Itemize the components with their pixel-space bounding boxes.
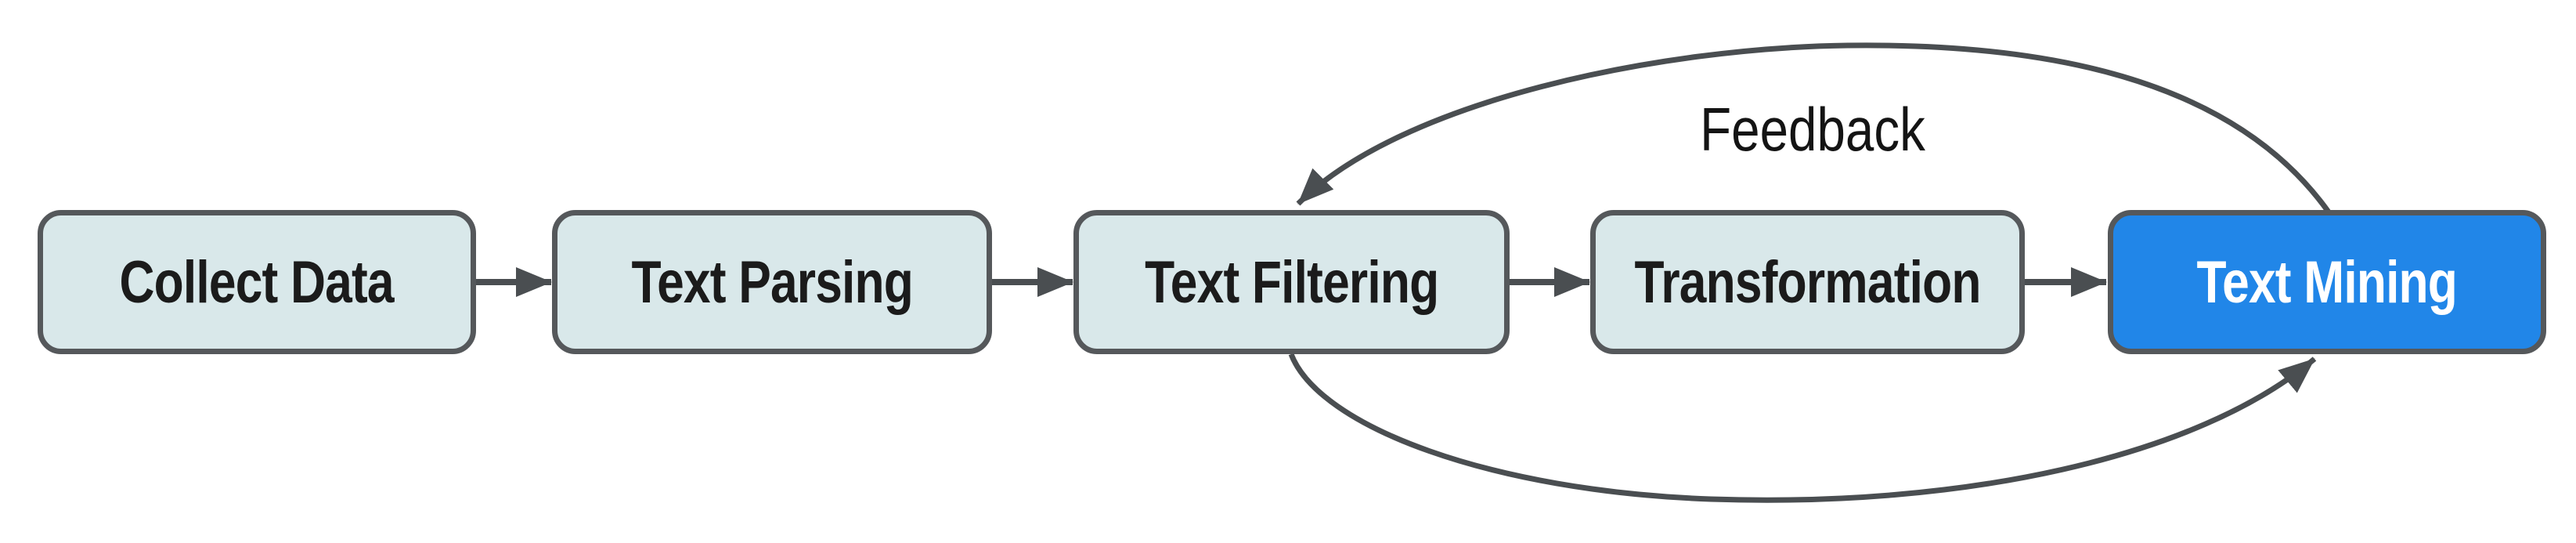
node-text-mining-label: Text Mining — [2196, 248, 2458, 316]
node-text-mining: Text Mining — [2108, 210, 2546, 354]
feedback-arrow-top — [1296, 42, 2332, 215]
feedback-arrow-bottom — [1288, 353, 2317, 503]
feedback-loop-label: Feedback — [1700, 95, 1925, 164]
node-text-filtering: Text Filtering — [1073, 210, 1510, 354]
node-collect-data-label: Collect Data — [119, 248, 395, 316]
node-collect-data: Collect Data — [38, 210, 476, 354]
node-text-filtering-label: Text Filtering — [1144, 248, 1439, 316]
node-transformation-label: Transformation — [1634, 248, 1981, 316]
node-transformation: Transformation — [1590, 210, 2025, 354]
node-text-parsing-label: Text Parsing — [631, 248, 913, 316]
node-text-parsing: Text Parsing — [552, 210, 992, 354]
